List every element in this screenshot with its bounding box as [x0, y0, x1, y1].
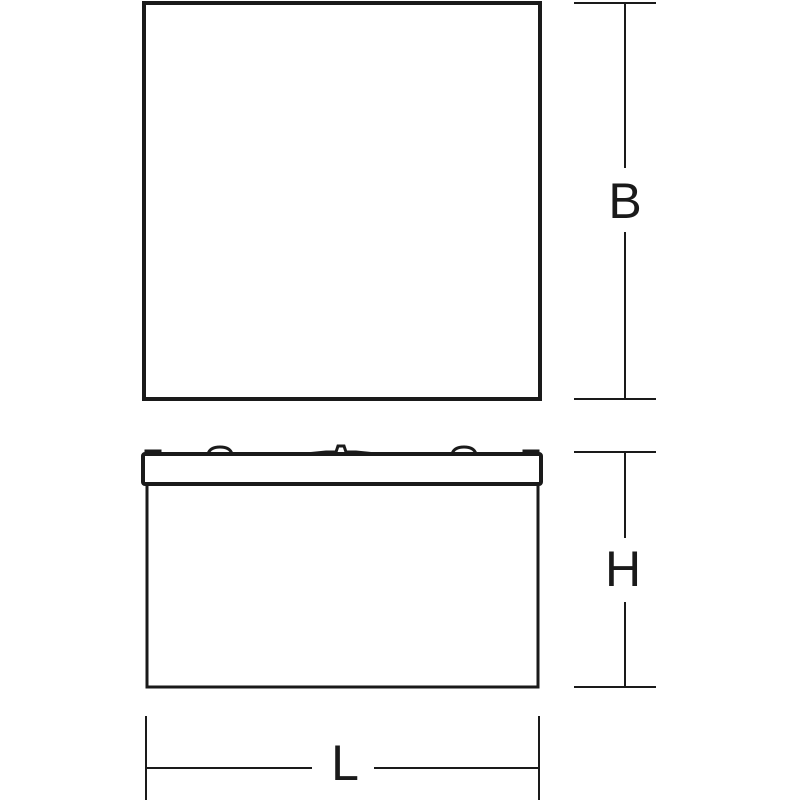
- front-view: [141, 444, 543, 689]
- dimension-l: L: [145, 716, 540, 800]
- dimension-b-label: B: [608, 173, 641, 229]
- case-body: [145, 484, 540, 689]
- top-view: [142, 1, 542, 401]
- dimension-h: H: [574, 451, 656, 688]
- top-view-outline: [142, 1, 542, 401]
- dimension-b: B: [574, 2, 656, 400]
- dimension-l-label: L: [331, 735, 359, 791]
- terminal-left: [206, 445, 234, 455]
- terminal-right: [450, 445, 478, 455]
- lid: [141, 452, 543, 486]
- dimension-h-label: H: [605, 541, 641, 597]
